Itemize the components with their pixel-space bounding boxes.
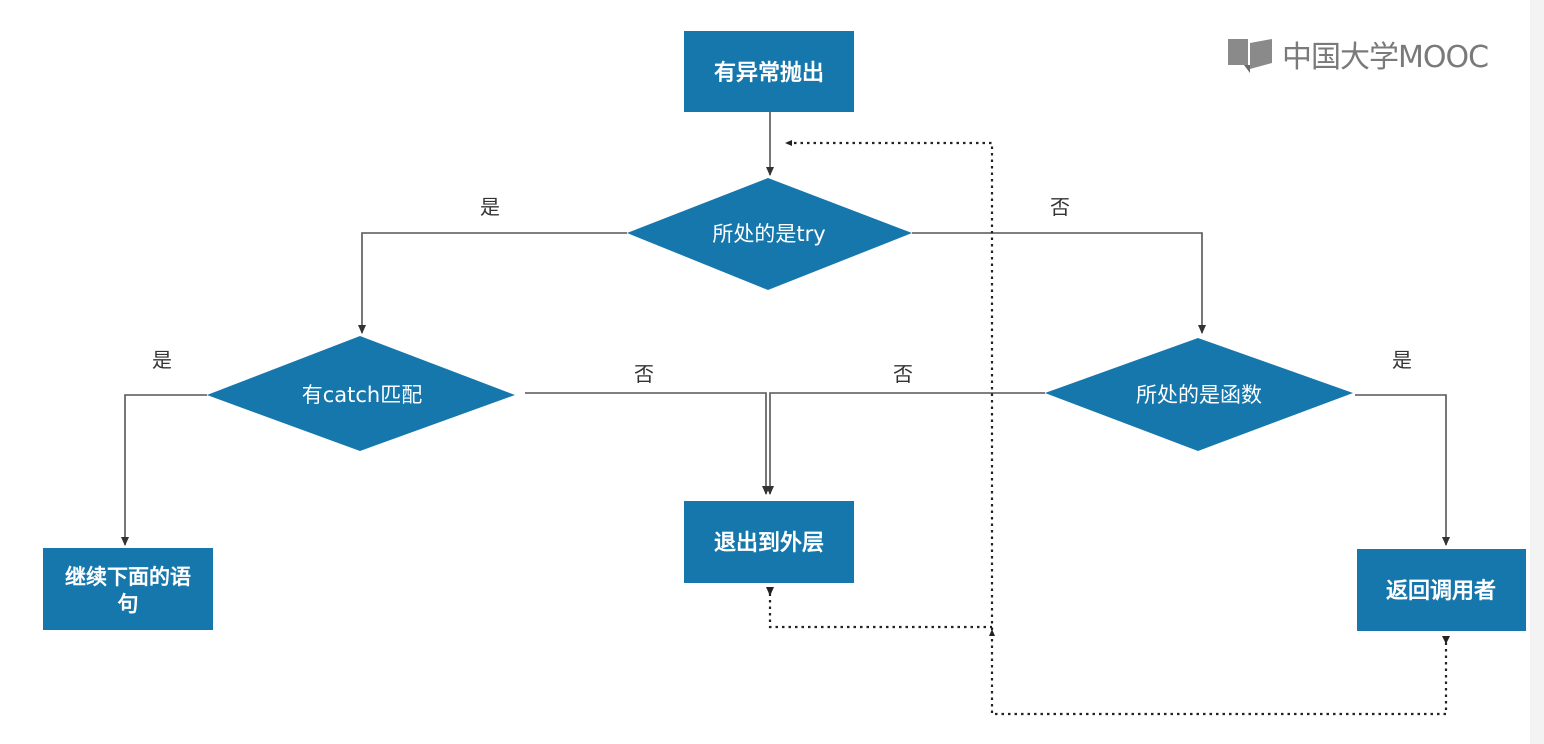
start-label: 有异常抛出 [714,60,824,86]
node-return-caller: 返回调用者 [1357,549,1526,631]
book-icon [1228,39,1272,73]
node-start: 有异常抛出 [684,31,854,112]
exit-outer-box [684,501,854,583]
edge-func-yes [1355,394,1450,546]
has-catch-diamond [207,336,515,451]
node-exit-outer: 退出到外层 [684,501,854,583]
label-func-yes: 是 [1392,348,1412,372]
has-catch-label: 有catch匹配 [302,383,423,407]
continue-label-line1: 继续下面的语 [65,565,191,589]
logo-text: 中国大学MOOC [1282,40,1489,75]
is-function-label: 所处的是函数 [1136,383,1262,407]
label-try-no: 否 [1050,195,1070,219]
start-box [684,31,854,112]
edge-try-no [912,232,1206,334]
continue-label-line2: 句 [118,592,139,616]
edge-exit-loop [768,587,992,629]
return-caller-label: 返回调用者 [1386,579,1496,604]
label-func-no: 否 [893,362,913,386]
label-catch-no: 否 [634,362,654,386]
return-small-arrow [1442,636,1450,644]
return-caller-box [1357,549,1526,631]
edge-catch-yes [121,394,207,546]
node-is-function: 所处的是函数 [1045,338,1353,451]
exit-outer-label: 退出到外层 [714,530,824,556]
node-continue: 继续下面的语 句 [43,548,213,630]
continue-box [43,548,213,630]
is-try-label: 所处的是try [712,222,825,246]
is-try-diamond [627,178,912,290]
edge-catch-no [525,392,770,495]
label-catch-yes: 是 [152,348,172,372]
exit-small-arrow [766,587,774,596]
edge-return-loop [989,629,1448,716]
right-edge-strip [1530,0,1544,744]
edge-func-no [766,392,1045,495]
mooc-logo: 中国大学MOOC [1226,32,1489,76]
node-has-catch: 有catch匹配 [207,336,515,451]
edge-loop-back-to-try [785,140,994,630]
edge-try-yes [358,232,627,334]
node-is-try: 所处的是try [627,178,912,290]
label-try-yes: 是 [480,195,500,219]
is-function-diamond [1045,338,1353,451]
